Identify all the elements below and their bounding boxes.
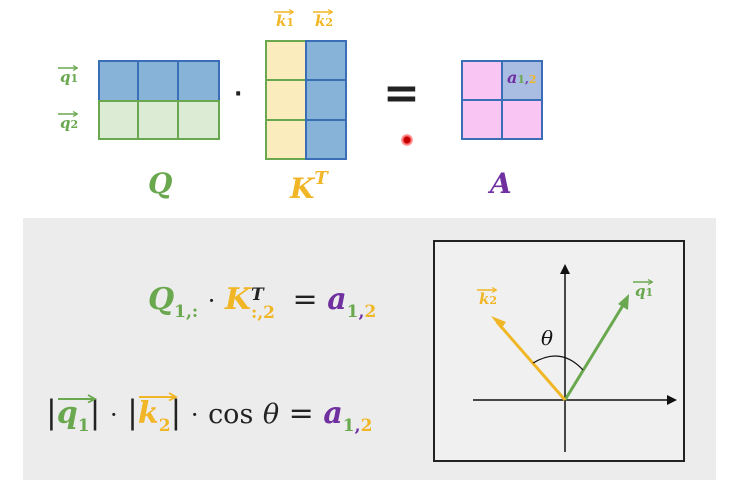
k-cell-r3c1 bbox=[265, 120, 306, 160]
k2-vector-line bbox=[495, 321, 567, 401]
k2-vector-label: k2 bbox=[477, 287, 497, 307]
k2-vector-arrowhead-icon bbox=[491, 316, 506, 329]
matrix-k-grid bbox=[265, 40, 347, 160]
matrix-a-grid: a1,2 bbox=[461, 60, 543, 140]
matrix-k-superscript: T bbox=[314, 168, 328, 189]
vector-arrow-icon bbox=[138, 392, 178, 401]
q1-row-label: q1 bbox=[58, 65, 78, 85]
q2-row-label: q2 bbox=[58, 111, 78, 131]
laser-pointer-dot bbox=[401, 134, 413, 146]
k-grid-lines bbox=[265, 40, 347, 160]
k-cell-r1c1 bbox=[265, 40, 306, 80]
vector-arrow-icon bbox=[274, 9, 294, 15]
vector-angle-diagram: θ q1 k2 bbox=[433, 240, 685, 462]
k2-col-label: k2 bbox=[313, 9, 333, 29]
a-grid-lines bbox=[461, 60, 543, 140]
q-cell-r2c3 bbox=[178, 100, 220, 140]
matrix-a-label: A bbox=[490, 167, 512, 200]
matrix-q-grid bbox=[98, 60, 220, 140]
q-cell-r2c1 bbox=[98, 100, 138, 140]
matrix-q-label: Q bbox=[148, 167, 173, 200]
y-axis-arrow-icon bbox=[560, 264, 570, 274]
q-cell-r1c2 bbox=[138, 60, 178, 100]
dot-operator: · bbox=[234, 82, 243, 107]
q-cell-r1c1 bbox=[98, 60, 138, 100]
a12-cell-text: a1,2 bbox=[507, 68, 537, 87]
matrix-k-label: KT bbox=[290, 168, 328, 205]
equals-sign: = bbox=[383, 68, 420, 119]
vector-axes-svg bbox=[473, 264, 677, 452]
vector-arrow-icon bbox=[313, 9, 333, 15]
vector-arrow-icon bbox=[633, 279, 653, 285]
vector-arrow-icon bbox=[57, 394, 97, 403]
theta-label: θ bbox=[541, 326, 554, 350]
k-cell-r1c2 bbox=[306, 40, 347, 80]
k-cell-r2c1 bbox=[265, 80, 306, 120]
vector-arrow-icon bbox=[477, 287, 497, 293]
formula-row-cosine: |q1| · |k2| · cos θ = a1,2 bbox=[46, 392, 373, 436]
a-cell-r1c2 bbox=[502, 60, 543, 100]
theta-angle-arc bbox=[532, 355, 584, 371]
k-cell-r2c2 bbox=[306, 80, 347, 120]
a-cell-r1c1 bbox=[461, 60, 502, 100]
q-grid-lines bbox=[98, 60, 220, 140]
k-cell-r3c2 bbox=[306, 120, 347, 160]
q-cell-r2c2 bbox=[138, 100, 178, 140]
k1-col-label: k1 bbox=[274, 9, 294, 29]
vector-arrow-icon bbox=[58, 111, 78, 117]
a-cell-r2c2 bbox=[502, 100, 543, 140]
a-cell-r2c1 bbox=[461, 100, 502, 140]
x-axis-arrow-icon bbox=[667, 395, 677, 405]
vector-arrow-icon bbox=[58, 65, 78, 71]
q1-vector-line bbox=[563, 301, 627, 401]
q-cell-r1c3 bbox=[178, 60, 220, 100]
q1-vector-label: q1 bbox=[633, 279, 653, 299]
q1-vector-arrowhead-icon bbox=[618, 294, 629, 310]
